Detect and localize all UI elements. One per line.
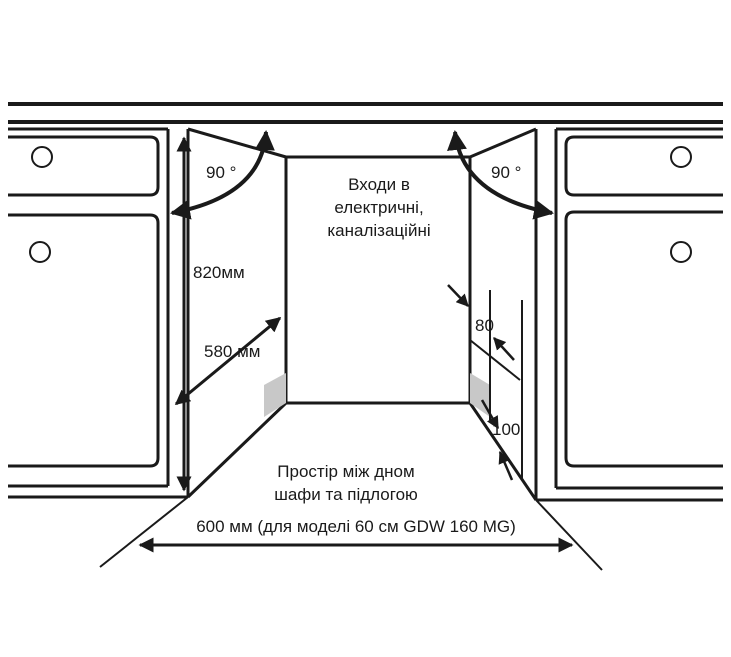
right-swing-arc [447,130,554,220]
space-label-line-2: шафи та підлогою [274,485,418,504]
left-door-knob [29,241,51,263]
inputs-label-line-3: каналізаційні [327,221,430,240]
right-door-knob [670,241,692,263]
right-cabinet [534,127,723,502]
height-label: 820мм [193,263,245,282]
depth-dimension-arrow [174,316,282,406]
left-plinth-inset [264,373,286,417]
left-drawer-knob [31,146,53,168]
inputs-label-line-1: Входи в [348,175,410,194]
inputs-label-line-2: електричні, [334,198,423,217]
width-dimension [99,496,603,571]
left-angle-label: 90 ° [206,163,236,182]
right-drawer-knob [670,146,692,168]
dim-100-label: 100 [492,420,520,439]
countertop [8,102,723,124]
right-angle-label: 90 ° [491,163,521,182]
small-dimension-arrows [447,284,515,481]
right-wall-cutout [469,290,523,478]
left-cabinet [8,127,190,499]
width-label: 600 мм (для моделі 60 см GDW 160 MG) [196,517,516,536]
space-label-line-1: Простір між дном [277,462,414,481]
depth-label: 580 мм [204,342,260,361]
dim-80-label: 80 [475,316,494,335]
